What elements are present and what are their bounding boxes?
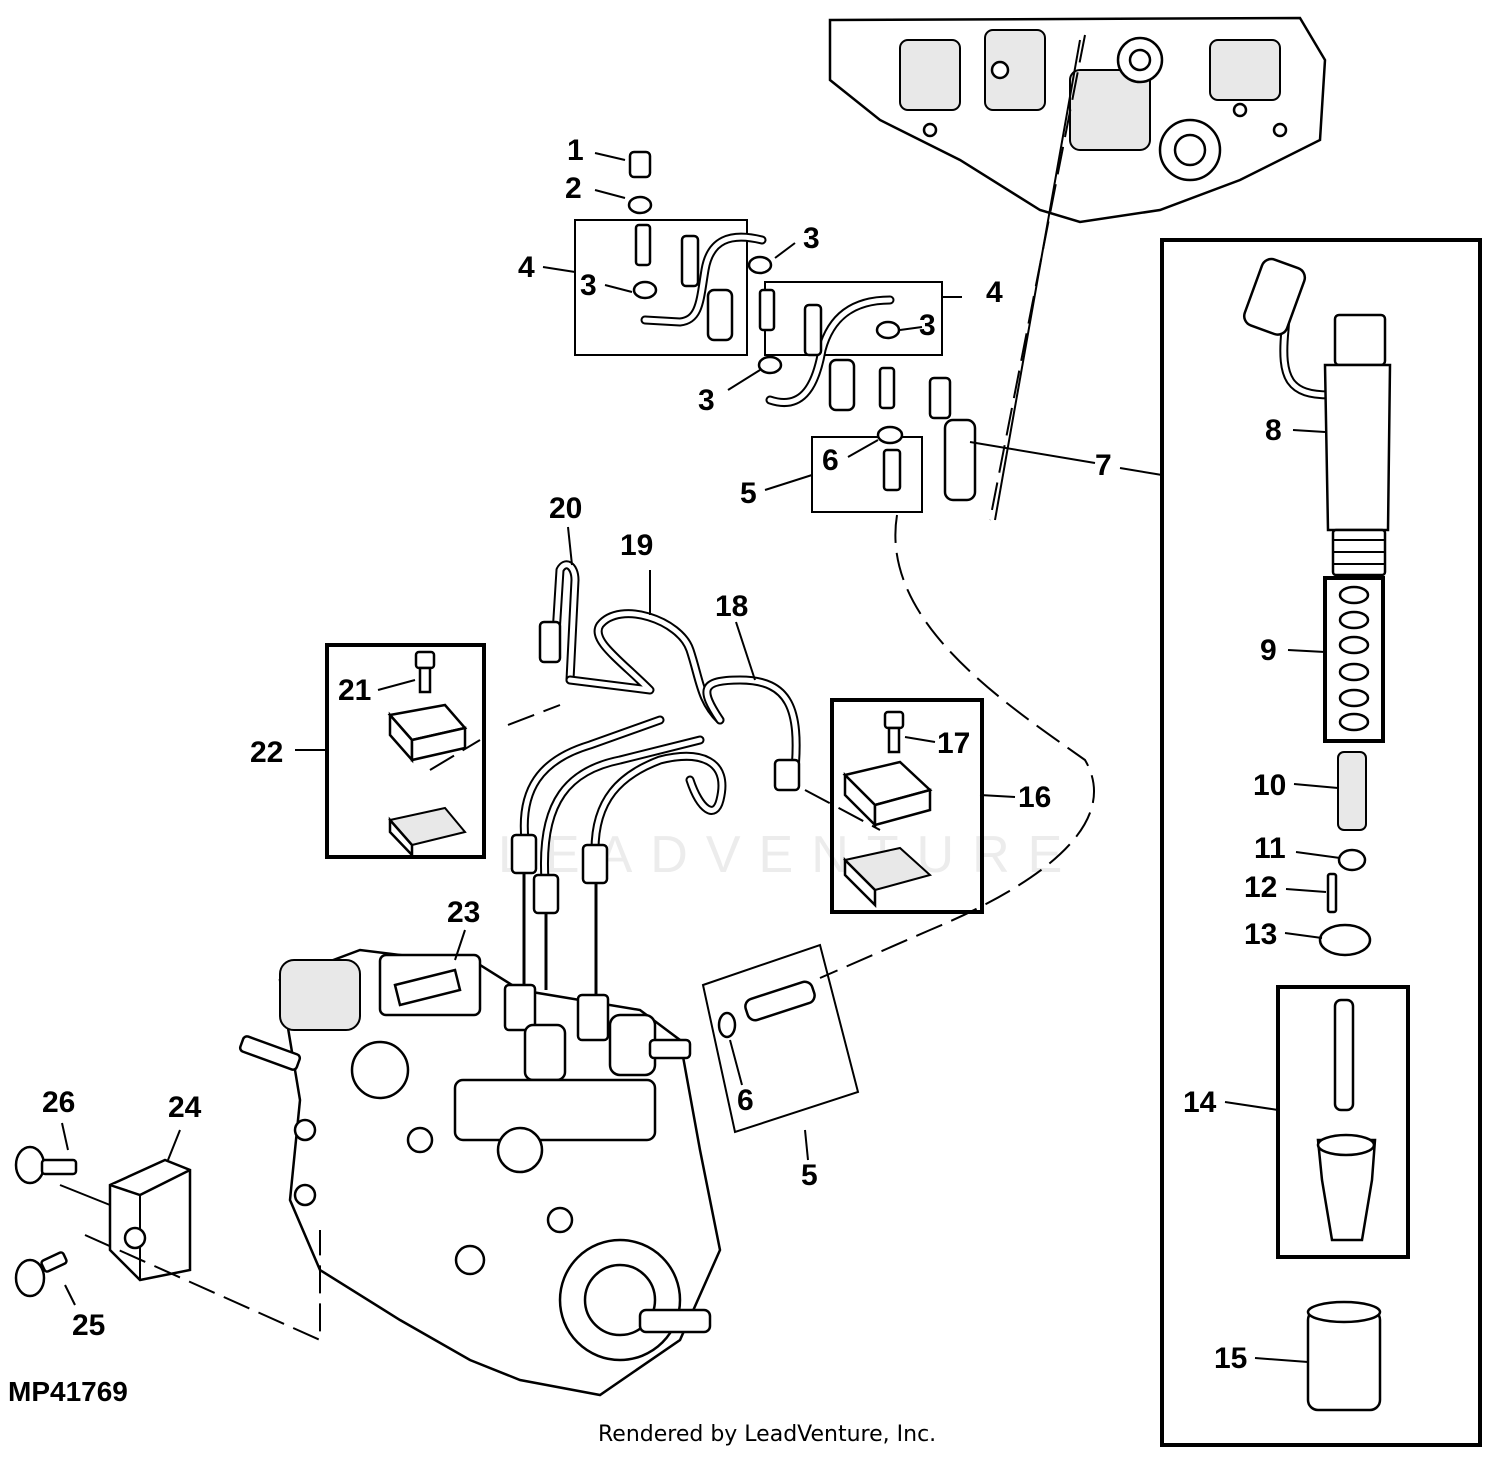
callout-12: 12	[1244, 871, 1277, 904]
callout-group-5-upper	[811, 425, 923, 513]
callout-19: 19	[620, 529, 653, 562]
callout-20: 20	[549, 492, 582, 525]
cylinder-head-illustration	[828, 16, 1327, 224]
callout-23: 23	[447, 896, 480, 929]
injection-pump-illustration	[238, 948, 722, 1397]
callout-15: 15	[1214, 1342, 1247, 1375]
leader-lines	[61, 152, 1341, 1363]
callout-3-a: 3	[580, 269, 597, 302]
callout-10: 10	[1253, 769, 1286, 802]
callout-5-upper: 5	[740, 477, 757, 510]
callout-18: 18	[715, 590, 748, 623]
callout-11: 11	[1254, 832, 1286, 865]
callout-3-c: 3	[919, 309, 936, 342]
callout-4-right: 4	[986, 276, 1003, 309]
callout-5-lower: 5	[801, 1159, 818, 1192]
callout-6-lower: 6	[737, 1084, 754, 1117]
callout-1: 1	[567, 134, 584, 167]
callout-21: 21	[338, 674, 371, 707]
callout-3-d: 3	[698, 384, 715, 417]
callout-3-b: 3	[803, 222, 820, 255]
callout-13: 13	[1244, 918, 1277, 951]
callout-26: 26	[42, 1086, 75, 1119]
callout-group-5-lower	[701, 943, 860, 1134]
callout-7: 7	[1095, 449, 1112, 482]
callout-17: 17	[937, 727, 970, 760]
alignment-lines	[59, 34, 1096, 1342]
callout-group-4-right	[757, 281, 977, 502]
render-credit-text: Rendered by LeadVenture, Inc.	[598, 1422, 937, 1447]
callout-25: 25	[72, 1309, 105, 1342]
callout-14: 14	[1183, 1086, 1217, 1119]
callout-2: 2	[565, 172, 582, 205]
callout-16: 16	[1018, 781, 1051, 814]
callout-9: 9	[1260, 634, 1277, 667]
callout-group-4-left	[574, 150, 773, 356]
callout-6-upper: 6	[822, 444, 839, 477]
figure-id-label: MP41769	[8, 1376, 128, 1407]
callout-4-left: 4	[518, 251, 535, 284]
callout-24: 24	[168, 1091, 202, 1124]
callout-8: 8	[1265, 414, 1282, 447]
pump-bracket-and-bolts	[14, 1145, 192, 1298]
callout-labels: 1 2 4 3 3 4 3 3 6 5 7 8 9 10 11 12 13 14…	[42, 134, 1286, 1375]
injection-lines	[510, 560, 801, 1000]
callout-22: 22	[250, 736, 283, 769]
injector-exploded-view	[1160, 238, 1482, 1447]
clamp-group-16	[830, 698, 984, 914]
